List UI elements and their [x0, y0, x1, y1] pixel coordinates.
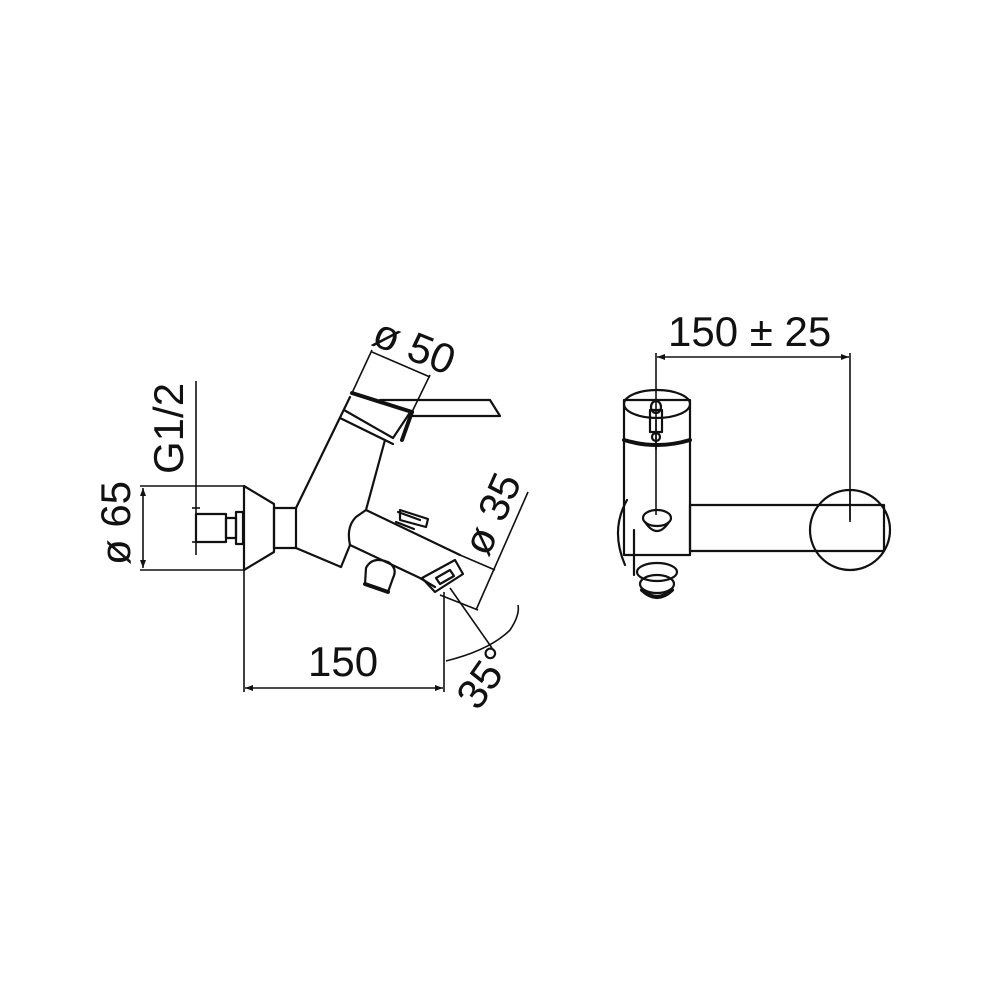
thread-label: G1/2 [145, 383, 192, 474]
angle-leg [449, 587, 493, 649]
handle-lever [378, 398, 502, 418]
spout-dimension-line [475, 491, 529, 611]
aerator-inner [434, 568, 456, 586]
handle-edge [400, 410, 414, 442]
centre-distance-label: 150 ± 25 [668, 308, 831, 355]
spout-extension-bottom [439, 594, 479, 611]
outlet-rim [640, 588, 674, 599]
angle-label: 35° [447, 638, 522, 717]
handle-slope [342, 408, 411, 440]
diverter-knob-front [641, 508, 673, 528]
spout-bottom [348, 543, 437, 589]
body-bottom-left [294, 546, 343, 569]
projection-label: 150 [308, 638, 378, 685]
arrow-icon [435, 685, 443, 691]
handle-bottom [338, 416, 395, 446]
cylinder-band [622, 438, 692, 447]
arrow-icon [140, 488, 146, 496]
connecting-arm [688, 503, 886, 553]
handle-dimension-line [371, 351, 431, 378]
handle-diameter-label: ø 50 [367, 309, 463, 384]
outlet-ring [638, 573, 676, 595]
body-left-edge [294, 395, 352, 510]
arrow-icon [841, 354, 849, 360]
thread-fitting [194, 512, 228, 544]
spout-top [364, 508, 462, 557]
aerator [420, 558, 465, 594]
spout-extension-top [459, 554, 496, 571]
thread-nut [224, 516, 238, 540]
front-view: 150 ± 25 [616, 308, 892, 599]
handle-extension-right [411, 374, 431, 413]
diverter-knob [394, 508, 430, 531]
handle-slot-top [649, 399, 663, 415]
handle-extension-left [351, 349, 373, 394]
arrow-icon [245, 685, 253, 691]
body-right-edge [339, 438, 387, 569]
thread-flange [234, 510, 245, 546]
angle-arc [445, 604, 520, 662]
arrow-icon [657, 354, 665, 360]
side-view: G1/2 ø 65 ø 50 ø 35 150 35° [92, 309, 530, 717]
diverter-knob-base [643, 520, 671, 533]
handle-top [350, 391, 414, 414]
eccentric-union [272, 506, 298, 550]
rosette-cone [242, 484, 276, 572]
shower-outlet [363, 558, 396, 594]
outlet-ring-top [635, 561, 679, 583]
shower-outlet-rim [363, 582, 390, 594]
arrow-icon [140, 560, 146, 568]
rosette-diameter-label: ø 65 [92, 481, 139, 565]
cylinder-top [622, 388, 692, 420]
